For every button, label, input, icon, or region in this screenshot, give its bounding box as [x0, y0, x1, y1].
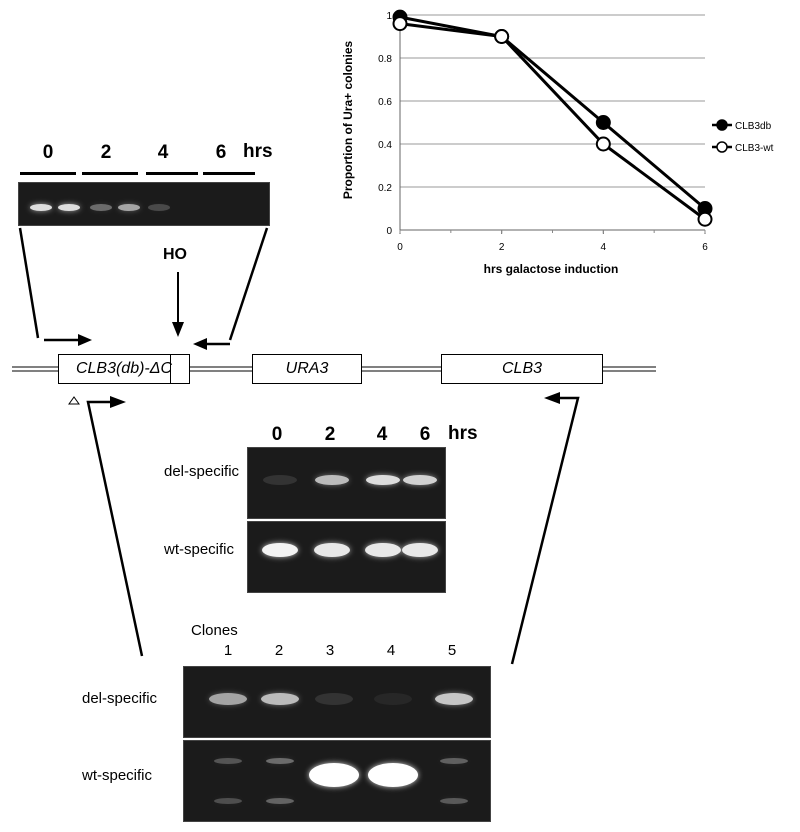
- primer-arrow-left-icon: [544, 392, 560, 404]
- row-label-del: del-specific: [164, 463, 240, 480]
- gel-band: [261, 693, 299, 705]
- gel-band: [403, 475, 437, 485]
- gel-band: [314, 543, 350, 557]
- gel-band: [315, 475, 349, 485]
- ho-arrow-icon: [172, 322, 184, 337]
- gel-band: [435, 693, 473, 705]
- x-tick-label: 6: [702, 242, 708, 253]
- lane-label-4: 4: [376, 424, 388, 445]
- lane-label-0: 0: [271, 424, 283, 445]
- y-axis-label: Proportion of Ura+ colonies: [341, 41, 355, 200]
- zoom-line-right: [228, 227, 269, 341]
- chart-axes: 0 0.2 0.4 0.6 0.8 1 0 2 4 6: [378, 11, 708, 253]
- legend-label-clb3db: CLB3db: [735, 121, 772, 132]
- clone-label: 3: [325, 642, 335, 659]
- primer-arrow-left-icon: [193, 338, 207, 350]
- gel-band: [309, 763, 359, 787]
- gel-band: [266, 758, 294, 764]
- series-line-0: [399, 15, 706, 210]
- y-tick-label: 1: [386, 11, 392, 22]
- gene-box-clb3db: CLB3(db)-ΔC: [58, 354, 190, 384]
- gel-band: [209, 693, 247, 705]
- lane-bar: [20, 172, 76, 175]
- row-label-wt: wt-specific: [82, 767, 153, 784]
- ura-line-chart: 0 0.2 0.4 0.6 0.8 1 0 2 4 6 Proportion of Ura+ co…: [341, 9, 774, 276]
- gel-band: [374, 693, 412, 705]
- gel-image-wt: [183, 740, 491, 822]
- row-label-wt: wt-specific: [164, 541, 235, 558]
- y-tick-label: 0.2: [378, 183, 392, 194]
- legend-marker-clb3wt: [716, 141, 728, 153]
- gel-image: [18, 182, 270, 226]
- unit-label: hrs: [448, 423, 478, 444]
- gel-band: [440, 798, 468, 804]
- data-point: [595, 115, 611, 130]
- ho-label: HO: [163, 246, 187, 263]
- chart-series: [392, 9, 713, 227]
- primer-arrow-right-icon: [78, 334, 92, 346]
- unit-label: hrs: [243, 141, 273, 162]
- lane-label-0: 0: [42, 142, 54, 163]
- clone-label: 2: [274, 642, 284, 659]
- row-label-del: del-specific: [82, 690, 158, 707]
- series-line-1: [399, 22, 706, 221]
- clones-title: Clones: [191, 622, 238, 639]
- gel-band: [263, 475, 297, 485]
- gel-band: [262, 543, 298, 557]
- clone-label: 1: [223, 642, 233, 659]
- gel-band: [315, 693, 353, 705]
- legend: CLB3db CLB3-wt: [712, 119, 774, 154]
- x-tick-label: 2: [499, 242, 505, 253]
- gel-band: [90, 203, 112, 211]
- lane-bar: [203, 172, 255, 175]
- gene-label: CLB3: [501, 360, 543, 377]
- data-point: [595, 136, 611, 152]
- gel-band: [368, 763, 418, 787]
- gel-band: [440, 758, 468, 764]
- legend-label-clb3wt: CLB3-wt: [735, 143, 774, 154]
- lane-label-2: 2: [100, 142, 112, 163]
- gel-band: [366, 475, 400, 485]
- gel-band: [402, 543, 438, 557]
- gene-box-clb3: CLB3: [441, 354, 603, 384]
- lane-label-2: 2: [324, 424, 336, 445]
- y-tick-label: 0.8: [378, 54, 392, 65]
- data-point: [697, 211, 713, 227]
- gel-band: [214, 758, 242, 764]
- gel-band: [214, 798, 242, 804]
- gel-image-del: [183, 666, 491, 738]
- x-tick-label: 0: [397, 242, 403, 253]
- x-axis-label: hrs galactose induction: [484, 262, 619, 276]
- deletion-triangle-icon: [68, 396, 80, 405]
- lane-label-6: 6: [215, 142, 227, 163]
- gene-label: URA3: [285, 360, 329, 377]
- y-tick-label: 0: [386, 226, 392, 237]
- gel-band: [148, 203, 170, 211]
- data-point: [494, 29, 510, 44]
- gel-band: [365, 543, 401, 557]
- gel-band: [30, 203, 52, 211]
- gel-image-del: [247, 447, 446, 519]
- gene-label: CLB3(db)-ΔC: [75, 360, 173, 377]
- gel-band: [118, 203, 140, 211]
- lane-label-6: 6: [419, 424, 431, 445]
- lane-bar: [82, 172, 138, 175]
- legend-marker-clb3db: [716, 119, 728, 131]
- lane-label-4: 4: [157, 142, 169, 163]
- gel-image-wt: [247, 521, 446, 593]
- gene-box-ura3: URA3: [252, 354, 362, 384]
- gel-band: [266, 798, 294, 804]
- clone-label: 5: [447, 642, 457, 659]
- data-point: [392, 16, 408, 32]
- gel-band: [58, 203, 80, 211]
- primer-arrow-right-icon: [110, 396, 126, 408]
- y-tick-label: 0.4: [378, 140, 392, 151]
- zoom-line-left: [18, 227, 40, 339]
- clone-label: 4: [386, 642, 396, 659]
- x-tick-label: 4: [601, 242, 607, 253]
- lane-bar: [146, 172, 198, 175]
- y-tick-label: 0.6: [378, 97, 392, 108]
